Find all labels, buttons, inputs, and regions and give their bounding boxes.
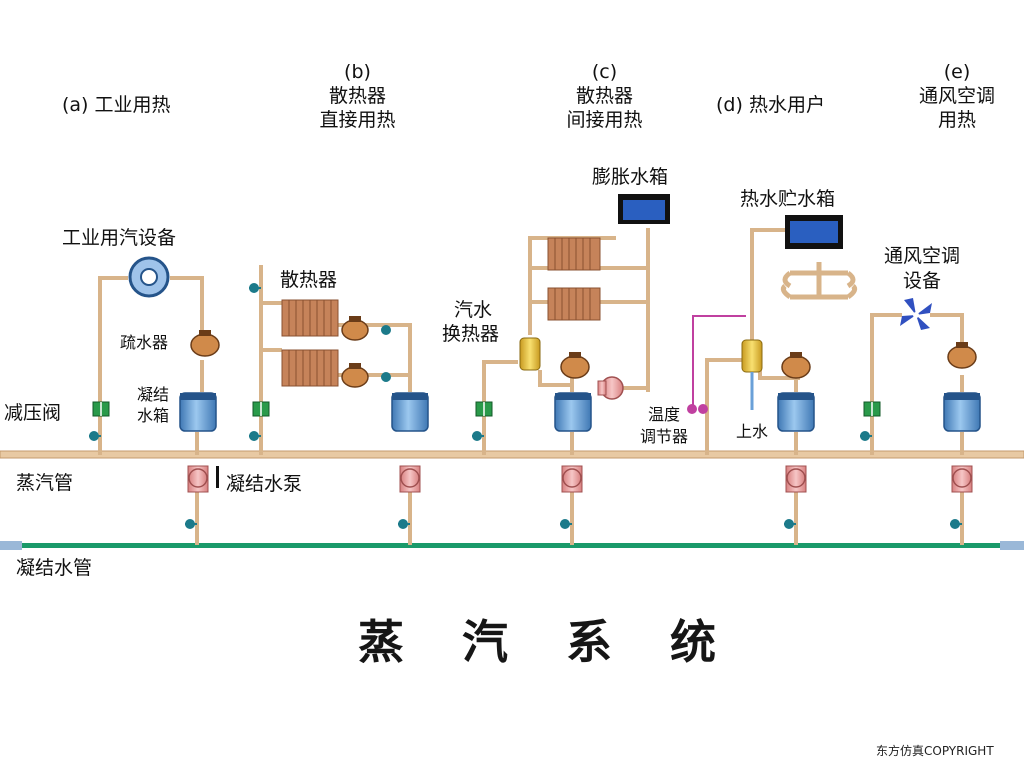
condensate-tank-icon	[554, 392, 592, 432]
check-valve-icon	[381, 372, 391, 382]
hot-water-storage-tank-icon	[785, 215, 843, 249]
temperature-regulator-icon	[687, 404, 708, 414]
ventilation-equipment-label-line2: 设备	[902, 270, 941, 292]
heat-exchanger-icon	[741, 339, 763, 373]
check-valve-icon	[381, 325, 391, 335]
hot-water-storage-tank-label: 热水贮水箱	[740, 188, 836, 210]
section-e-title-line1: 通风空调	[918, 85, 995, 107]
ventilation-equipment-label-line1: 通风空调	[883, 245, 960, 267]
steam-trap-icon	[781, 352, 811, 379]
steam-trap-icon	[560, 352, 590, 379]
shutoff-valve-icon	[860, 431, 872, 441]
shutoff-valve-icon	[472, 431, 484, 441]
temperature-regulator-label: 温度 调节器	[640, 404, 688, 448]
pump-discharge-valve-icon	[560, 519, 572, 529]
condensate-tank-label-line2: 水箱	[137, 406, 170, 425]
shutoff-valve-icon	[249, 431, 261, 441]
radiator-label: 散热器	[280, 269, 338, 291]
expansion-tank-icon	[618, 194, 670, 224]
hot-water-outlet-icon	[780, 262, 858, 300]
industrial-equipment-label: 工业用汽设备	[62, 227, 177, 249]
pressure-reducing-valve-icon	[863, 401, 881, 417]
branch-a-pipes	[98, 276, 204, 545]
condensate-pump-label: 凝结水泵	[226, 473, 303, 495]
condensate-pump-icon	[951, 465, 973, 493]
section-b-heading: (b) 散热器 直接用热	[300, 60, 415, 132]
steam-trap-icon	[341, 363, 369, 388]
section-b-title-line2: 直接用热	[319, 109, 396, 131]
condensate-tank-label: 凝结 水箱	[137, 384, 169, 426]
radiator-icon	[281, 299, 339, 387]
pressure-reducing-valve-label: 减压阀	[4, 402, 62, 424]
condensate-tank-icon	[943, 392, 981, 432]
temperature-sensing-line	[692, 315, 746, 408]
section-c-title-line2: 间接用热	[566, 109, 643, 131]
section-d-title: 热水用户	[748, 94, 825, 116]
steam-main-pipe	[0, 450, 1024, 459]
section-b-letter: (b)	[344, 61, 371, 83]
section-e-letter: (e)	[943, 61, 971, 83]
temperature-regulator-label-line1: 温度	[648, 405, 681, 424]
condensate-pump-icon	[187, 465, 219, 493]
condensate-pump-icon	[399, 465, 421, 493]
condensate-main-pipe	[0, 541, 1024, 550]
radiator-icon	[547, 237, 601, 321]
diagram-title: 蒸汽系统	[358, 615, 774, 669]
condensate-tank-icon	[391, 392, 429, 432]
condensate-pump-icon	[785, 465, 807, 493]
condensate-pipe-label: 凝结水管	[16, 557, 93, 579]
condensate-tank-label-line1: 凝结	[137, 385, 170, 404]
steam-trap-icon	[341, 316, 369, 341]
section-a-letter: (a)	[62, 94, 89, 116]
pump-discharge-valve-icon	[950, 519, 962, 529]
condensate-tank-icon	[179, 392, 217, 432]
condensate-pump-icon	[561, 465, 583, 493]
shutoff-valve-icon	[249, 283, 261, 293]
branch-d-pipes	[705, 228, 800, 545]
industrial-equipment-icon	[128, 256, 170, 298]
pressure-reducing-valve-icon	[252, 401, 270, 417]
condensate-tank-icon	[777, 392, 815, 432]
shutoff-valve-icon	[89, 431, 101, 441]
circulation-pump-icon	[597, 376, 624, 400]
steam-trap-icon	[947, 342, 977, 369]
copyright-text: 东方仿真COPYRIGHT	[876, 744, 994, 758]
section-b-title-line1: 散热器	[328, 85, 386, 107]
temperature-regulator-label-line2: 调节器	[640, 427, 689, 446]
section-e-heading: (e) 通风空调 用热	[897, 60, 1017, 132]
heat-exchanger-icon	[519, 337, 541, 371]
section-c-heading: (c) 散热器 间接用热	[547, 60, 662, 132]
expansion-tank-label: 膨胀水箱	[592, 166, 669, 188]
steam-trap-label: 疏水器	[120, 333, 169, 352]
pressure-reducing-valve-icon	[92, 401, 110, 417]
pump-discharge-valve-icon	[398, 519, 410, 529]
supply-water-label: 上水	[736, 422, 769, 441]
steam-pipe-label: 蒸汽管	[16, 472, 74, 494]
section-a-heading: (a) 工业用热	[62, 93, 171, 117]
steam-trap-icon	[190, 330, 220, 357]
pump-discharge-valve-icon	[784, 519, 796, 529]
section-d-heading: (d) 热水用户	[716, 93, 825, 117]
section-c-title-line1: 散热器	[575, 85, 633, 107]
section-d-letter: (d)	[716, 94, 743, 116]
section-a-title: 工业用热	[94, 94, 171, 116]
section-c-letter: (c)	[591, 61, 618, 83]
fan-icon	[900, 298, 932, 330]
heat-exchanger-label: 汽水 换热器	[442, 298, 499, 346]
ventilation-equipment-label: 通风空调 设备	[866, 244, 978, 294]
pressure-reducing-valve-icon	[475, 401, 493, 417]
pump-discharge-valve-icon	[185, 519, 197, 529]
heat-exchanger-label-line1: 汽水	[454, 299, 493, 321]
heat-exchanger-label-line2: 换热器	[442, 323, 500, 345]
section-e-title-line2: 用热	[937, 109, 976, 131]
branch-c-pipes	[482, 228, 650, 545]
